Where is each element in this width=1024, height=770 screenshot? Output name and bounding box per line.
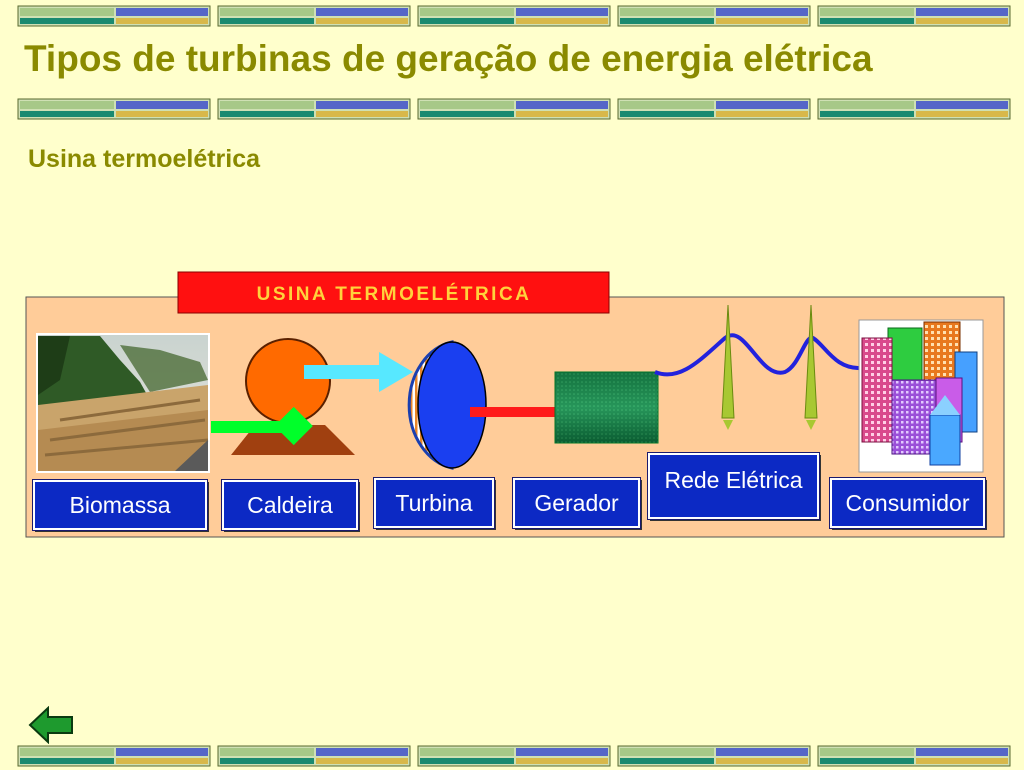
banner-text: USINA TERMOELÉTRICA	[257, 283, 532, 305]
page-subtitle: Usina termoelétrica	[28, 145, 261, 173]
generator-graphic	[554, 371, 659, 444]
turbine-graphic	[407, 340, 487, 470]
label-gerador: Gerador	[512, 477, 641, 529]
label-turbina: Turbina	[373, 477, 495, 529]
label-consumidor: Consumidor	[829, 477, 986, 529]
back-button[interactable]	[28, 705, 74, 749]
title-underline-band	[0, 97, 1024, 123]
diagram-banner: USINA TERMOELÉTRICA	[177, 271, 610, 314]
turbine-shaft	[470, 407, 558, 417]
top-decorative-band	[0, 4, 1024, 30]
left-arrow-icon	[28, 705, 73, 745]
power-line-graphic	[654, 304, 863, 430]
label-caldeira: Caldeira	[221, 479, 359, 531]
page-title: Tipos de turbinas de geração de energia …	[24, 38, 873, 79]
steam-arrow	[304, 352, 413, 392]
label-biomassa: Biomassa	[32, 479, 208, 531]
boiler-graphic	[211, 338, 355, 455]
bottom-decorative-band	[0, 744, 1024, 770]
biomass-photo	[36, 333, 210, 473]
label-rede-eletrica: Rede Elétrica	[647, 452, 820, 520]
consumer-buildings-graphic	[858, 319, 984, 473]
